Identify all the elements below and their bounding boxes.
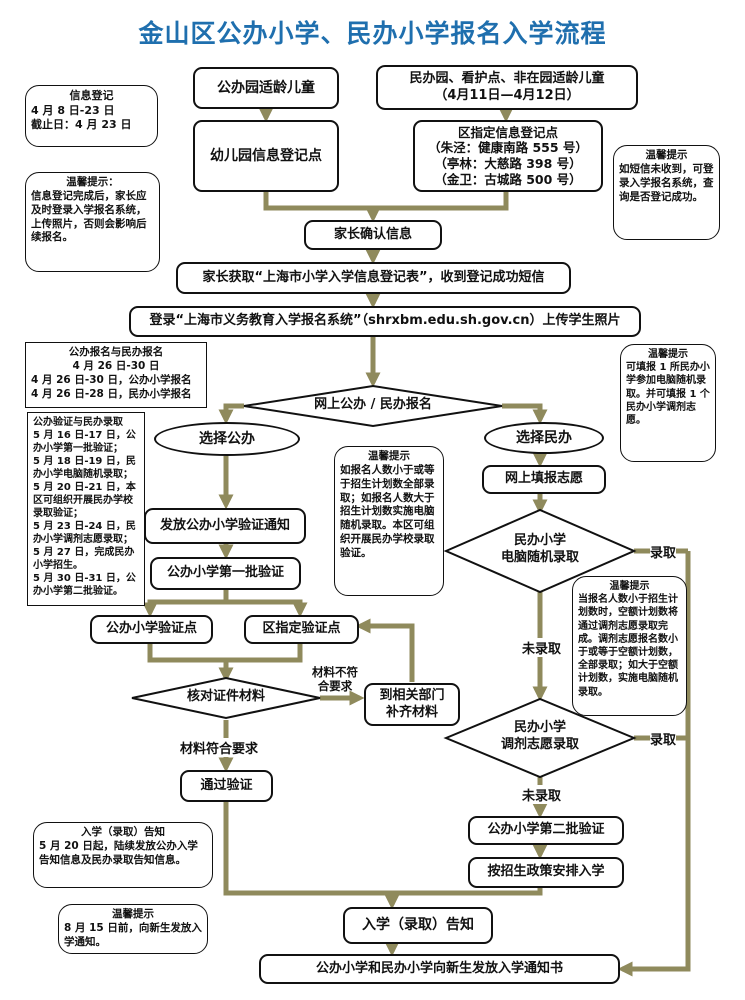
not-admitted-label-2: 未录取 — [522, 785, 562, 804]
private-lottery-diamond — [443, 508, 637, 594]
district-reg-box: 区指定信息登记点（朱泾：健康南路 555 号）（亭林：大慈路 398 号）（金卫… — [413, 120, 603, 192]
tip-lottery-note: 温馨提示如报名人数小于或等于招生计划数全部录取；如报名人数大于招生计划数实施电脑… — [334, 446, 444, 596]
parent-confirm-box: 家长确认信息 — [304, 220, 442, 250]
tip-sms-note: 温馨提示如短信未收到，可登录入学报名系统，查询是否登记成功。 — [613, 145, 720, 240]
public-kids-box: 公办园适龄儿童 — [193, 67, 339, 109]
login-box: 登录“上海市义务教育入学报名系统”（shrxbm.edu.sh.gov.cn）上… — [129, 306, 641, 337]
choose-private-oval: 选择民办 — [484, 422, 604, 454]
online-apply-diamond — [243, 384, 503, 428]
online-apply-label: 网上公办 / 民办报名 — [314, 397, 432, 412]
tip-adjust-note: 温馨提示当报名人数小于招生计划数时，空额计划数将通过调剂志愿录取完成。调剂志愿报… — [572, 576, 687, 716]
choose-public-oval: 选择公办 — [154, 422, 300, 456]
admitted-label-2: 录取 — [650, 729, 677, 748]
admission-notice-box: 入学（录取）告知 — [343, 907, 493, 944]
issue-notice-box: 发放公办小学验证通知 — [144, 508, 306, 544]
not-meet-label: 材料不符合要求 — [312, 665, 358, 693]
parent-get-form-box: 家长获取“上海市小学入学信息登记表”，收到登记成功短信 — [176, 262, 571, 294]
public-verify-point-box: 公办小学验证点 — [90, 615, 213, 644]
pass-verify-box: 通过验证 — [180, 770, 273, 802]
tip-upload-note: 温馨提示：信息登记完成后，家长应及时登录入学报名系统，上传照片，否则会影响后续报… — [25, 172, 160, 272]
district-verify-point-box: 区指定验证点 — [244, 615, 359, 644]
public-batch2-box: 公办小学第二批验证 — [468, 816, 624, 845]
admitted-label-1: 录取 — [650, 542, 677, 561]
page-title: 金山区公办小学、民办小学报名入学流程 — [138, 19, 607, 48]
fill-wish-box: 网上填报志愿 — [482, 465, 606, 494]
private-adjust-label: 民办小学调剂志愿录取 — [500, 720, 579, 752]
tip-fill-note: 温馨提示可填报 1 所民办小学参加电脑随机录取。并可填报 1 个民办小学调剂志愿… — [620, 344, 716, 462]
arrange-box: 按招生政策安排入学 — [468, 857, 624, 888]
dept-supplement-box: 到相关部门补齐材料 — [364, 683, 460, 726]
private-adjust-diamond — [443, 697, 637, 779]
verify-schedule-note: 公办验证与民办录取 5 月 16 日-17 日，公办小学第一批验证； 5 月 1… — [27, 412, 145, 606]
meet-label: 材料符合要求 — [180, 738, 259, 757]
private-kids-box: 民办园、看护点、非在园适龄儿童（4月11日—4月12日） — [376, 65, 638, 110]
check-docs-label: 核对证件材料 — [186, 689, 265, 704]
final-notice-box: 公办小学和民办小学向新生发放入学通知书 — [259, 954, 620, 984]
private-lottery-label: 民办小学电脑随机录取 — [500, 533, 579, 565]
public-batch1-box: 公办小学第一批验证 — [150, 557, 301, 590]
not-admitted-label-1: 未录取 — [522, 638, 562, 657]
kg-reg-box: 幼儿园信息登记点 — [193, 120, 339, 192]
check-docs-diamond — [131, 676, 321, 720]
